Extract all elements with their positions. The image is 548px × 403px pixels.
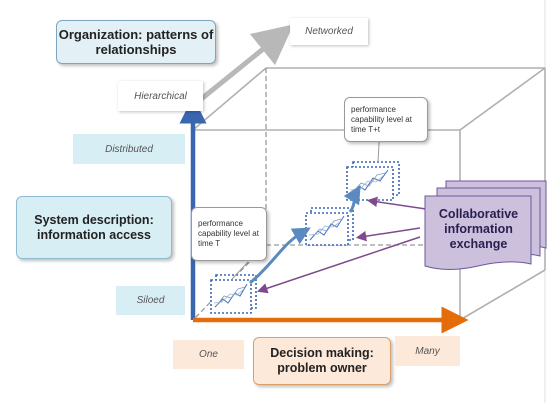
- decision-making-title: Decision making: problem owner: [270, 346, 374, 375]
- note-time-t-plus-t: performance capability level at time T+t: [344, 97, 428, 142]
- exchange-arrow-top: [366, 196, 427, 210]
- organization-title: Organization: patterns of relationships: [58, 27, 214, 57]
- distributed-label: Distributed: [73, 134, 185, 164]
- organization-axis-arrow: [198, 24, 294, 102]
- organization-title-box: Organization: patterns of relationships: [56, 20, 216, 64]
- capability-cluster-t: [210, 274, 257, 314]
- one-label: One: [173, 340, 244, 369]
- collaborative-exchange-label: Collaborative information exchange: [426, 201, 531, 258]
- siloed-label: Siloed: [116, 286, 185, 315]
- note-time-t-text: performance capability level at time T: [198, 219, 259, 248]
- note-time-t: performance capability level at time T: [191, 207, 267, 261]
- exchange-arrow-bottom: [257, 236, 421, 294]
- system-description-title-box: System description: information access: [16, 196, 172, 259]
- hierarchical-text: Hierarchical: [134, 90, 187, 102]
- collaborative-exchange-text: Collaborative information exchange: [438, 207, 519, 251]
- note-time-t-plus-t-text: performance capability level at time T+t: [351, 104, 412, 134]
- many-label: Many: [395, 336, 460, 366]
- collaborative-document-stack: [424, 180, 547, 270]
- many-text: Many: [415, 345, 440, 357]
- hierarchical-label: Hierarchical: [118, 81, 203, 111]
- siloed-text: Siloed: [136, 295, 165, 306]
- distributed-text: Distributed: [105, 143, 153, 155]
- decision-making-title-box: Decision making: problem owner: [253, 337, 391, 385]
- networked-text: Networked: [305, 26, 353, 37]
- progression-arrow-2: [343, 185, 361, 213]
- exchange-arrow-middle: [355, 227, 421, 242]
- networked-label: Networked: [290, 18, 368, 45]
- note-connector-t: [231, 261, 249, 280]
- system-description-title: System description: information access: [34, 212, 154, 242]
- one-text: One: [199, 349, 218, 360]
- progression-arrow-1: [249, 227, 311, 285]
- capability-cluster-mid: [305, 207, 354, 246]
